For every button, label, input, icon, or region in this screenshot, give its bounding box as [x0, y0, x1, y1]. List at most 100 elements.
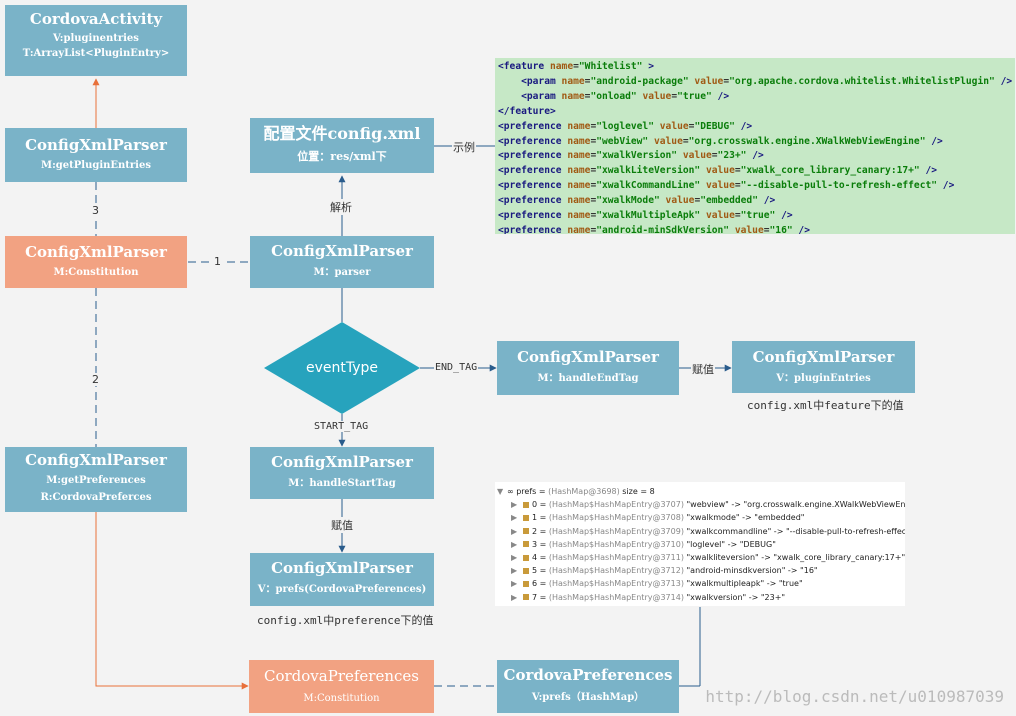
xml-tag: /> [711, 90, 730, 102]
xml-attr-name: value [705, 180, 735, 192]
xml-line: <param name="android-package" value="org… [521, 75, 1013, 87]
xml-attr-value: "xwalkVersion" [596, 150, 678, 162]
node-title: ConfigXmlParser [271, 453, 413, 471]
entry-value: "xwalkmultipleapk" -> "true" [686, 579, 803, 589]
xml-attr-name: value [659, 120, 689, 132]
xml-tag: <preference [498, 120, 562, 132]
assign-plugin-label: 赋值 [691, 361, 715, 377]
xml-tag: <preference [498, 195, 562, 207]
feature-note: config.xml中feature下的值 [746, 397, 905, 413]
start-tag-label: START_TAG [313, 421, 370, 432]
parser-handle-end-tag-node: ConfigXmlParser M：handleEndTag [497, 341, 679, 395]
edge-preferences-to-constitution [95, 512, 249, 690]
cordova-prefs-prefs-node: CordovaPreferences V:prefs（HashMap） [497, 660, 679, 713]
parser-plugin-entries-node: ConfigXmlParser V：pluginEntries [732, 341, 915, 393]
entry-value: "android-minsdkversion" -> "16" [686, 566, 818, 576]
node-line: T:ArrayList<PluginEntry> [22, 48, 170, 59]
entry-type: (HashMap$HashMapEntry@3710) [548, 539, 687, 549]
xml-tag: <preference [498, 210, 562, 222]
parser-parser-node: ConfigXmlParser M：parser [250, 236, 434, 288]
xml-tag: /> [757, 195, 776, 207]
xml-attr-value: "true" [740, 210, 776, 222]
expand-icon: ▶ [511, 513, 518, 523]
xml-attr-name: value [734, 224, 764, 234]
xml-line: <preference name="android-minSdkVersion"… [498, 224, 810, 234]
xml-line: <param name="onload" value="true" /> [521, 90, 730, 102]
node-line: 位置：res/xml下 [297, 150, 387, 163]
step3-label: 3 [91, 204, 100, 217]
entry-index: 2 = [532, 526, 549, 536]
xml-attr-name: name [561, 75, 585, 87]
xml-line: <preference name="xwalkMode" value="embe… [498, 195, 776, 207]
xml-attr-value: "android-minSdkVersion" [596, 224, 730, 234]
entry-type: (HashMap$HashMapEntry@3708) [548, 513, 687, 523]
watermark: http://blog.csdn.net/u010987039 [705, 687, 1004, 706]
watch-icon: ∞ [507, 487, 517, 496]
debugger-entry-row: ▶6 = (HashMap$HashMapEntry@3713) "xwalkm… [497, 577, 903, 590]
xml-attr-value: "webView" [596, 135, 649, 147]
entry-value: "xwalkcommandline" -> "--disable-pull-to… [686, 526, 906, 536]
xml-tag: <preference [498, 224, 562, 234]
xml-attr-value: "xwalkLiteVersion" [596, 165, 701, 177]
xml-attr-name: name [567, 224, 591, 234]
node-title: ConfigXmlParser [517, 348, 659, 366]
xml-attr-name: name [567, 120, 591, 132]
node-line: V：pluginEntries [776, 373, 871, 384]
expand-icon: ▶ [511, 579, 518, 589]
xml-attr-value: "--disable-pull-to-refresh-effect" [740, 180, 938, 192]
node-line: M：parser [313, 267, 371, 278]
assign-prefs-label: 赋值 [330, 517, 354, 533]
debugger-variables-panel: ▼∞ prefs = (HashMap@3698) size = 8▶0 = (… [495, 482, 905, 606]
xml-attr-value: "DEBUG" [694, 120, 735, 132]
xml-tag: <preference [498, 165, 562, 177]
xml-attr-name: value [705, 165, 735, 177]
debugger-entry-row: ▶ 5 = (HashMap$HashMapEntry@3712) "androi… [497, 564, 903, 577]
expand-icon: ▶ [511, 592, 518, 602]
xml-line: </feature> [498, 105, 1012, 120]
expand-icon: ▶ [511, 500, 518, 510]
field-icon [523, 501, 529, 508]
entry-type: (HashMap$HashMapEntry@3713) [548, 579, 687, 589]
xml-tag: /> [937, 180, 955, 192]
xml-attr-value: "xwalkMultipleApk" [596, 210, 701, 222]
xml-attr-name: value [642, 90, 672, 102]
xml-tag: </feature> [498, 105, 556, 117]
entry-index: 5 = [532, 566, 549, 576]
node-line: M：handleStartTag [288, 478, 396, 489]
xml-attr-value: "xwalkCommandLine" [596, 180, 701, 192]
node-line: M:getPreferences [46, 475, 146, 486]
expand-icon: ▶ [511, 526, 518, 536]
debugger-entry-row: ▶0 = (HashMap$HashMapEntry@3707) "webvie… [497, 498, 906, 511]
node-line: V：prefs(CordovaPreferences) [257, 584, 427, 595]
entry-value: "xwalkliteversion" -> "xwalk_core_librar… [686, 553, 906, 563]
entry-type: (HashMap$HashMapEntry@3709) [548, 526, 687, 536]
xml-tag: /> [919, 165, 938, 177]
var-size: size = 8 [619, 487, 655, 496]
xml-tag: > [642, 61, 654, 72]
xml-attr-name: name [567, 180, 591, 192]
entry-index: 0 = [532, 500, 549, 510]
expand-icon: ▶ [511, 566, 518, 576]
entry-value: "xwalkmode" -> "embedded" [686, 513, 805, 523]
parser-get-preferences-node: ConfigXmlParser M:getPreferences R:Cordo… [5, 447, 187, 512]
entry-type: (HashMap$HashMapEntry@3711) [548, 553, 687, 563]
xml-attr-value: "xwalkMode" [596, 195, 660, 207]
node-title: ConfigXmlParser [25, 136, 167, 154]
xml-tag: /> [925, 135, 943, 147]
parser-get-plugin-entries-node: ConfigXmlParser M:getPluginEntries [5, 128, 187, 182]
xml-attr-name: name [550, 61, 574, 72]
xml-attr-name: value [653, 135, 683, 147]
xml-attr-value: "embedded" [700, 195, 758, 207]
entry-value: "webview" -> "org.crosswalk.engine.XWalk… [686, 500, 906, 510]
xml-attr-value: "org.apache.cordova.whitelist.WhitelistP… [729, 75, 995, 87]
node-line: M:Constitution [53, 267, 139, 278]
node-line: M:getPluginEntries [41, 160, 151, 171]
field-icon [523, 554, 529, 561]
xml-tag: /> [775, 210, 793, 222]
xml-attr-value: "true" [677, 90, 712, 102]
xml-attr-value: "onload" [590, 90, 637, 102]
parser-prefs-node: ConfigXmlParser V：prefs(CordovaPreferenc… [250, 553, 434, 606]
entry-type: (HashMap$HashMapEntry@3712) [548, 566, 687, 576]
entry-index: 3 = [532, 539, 549, 549]
